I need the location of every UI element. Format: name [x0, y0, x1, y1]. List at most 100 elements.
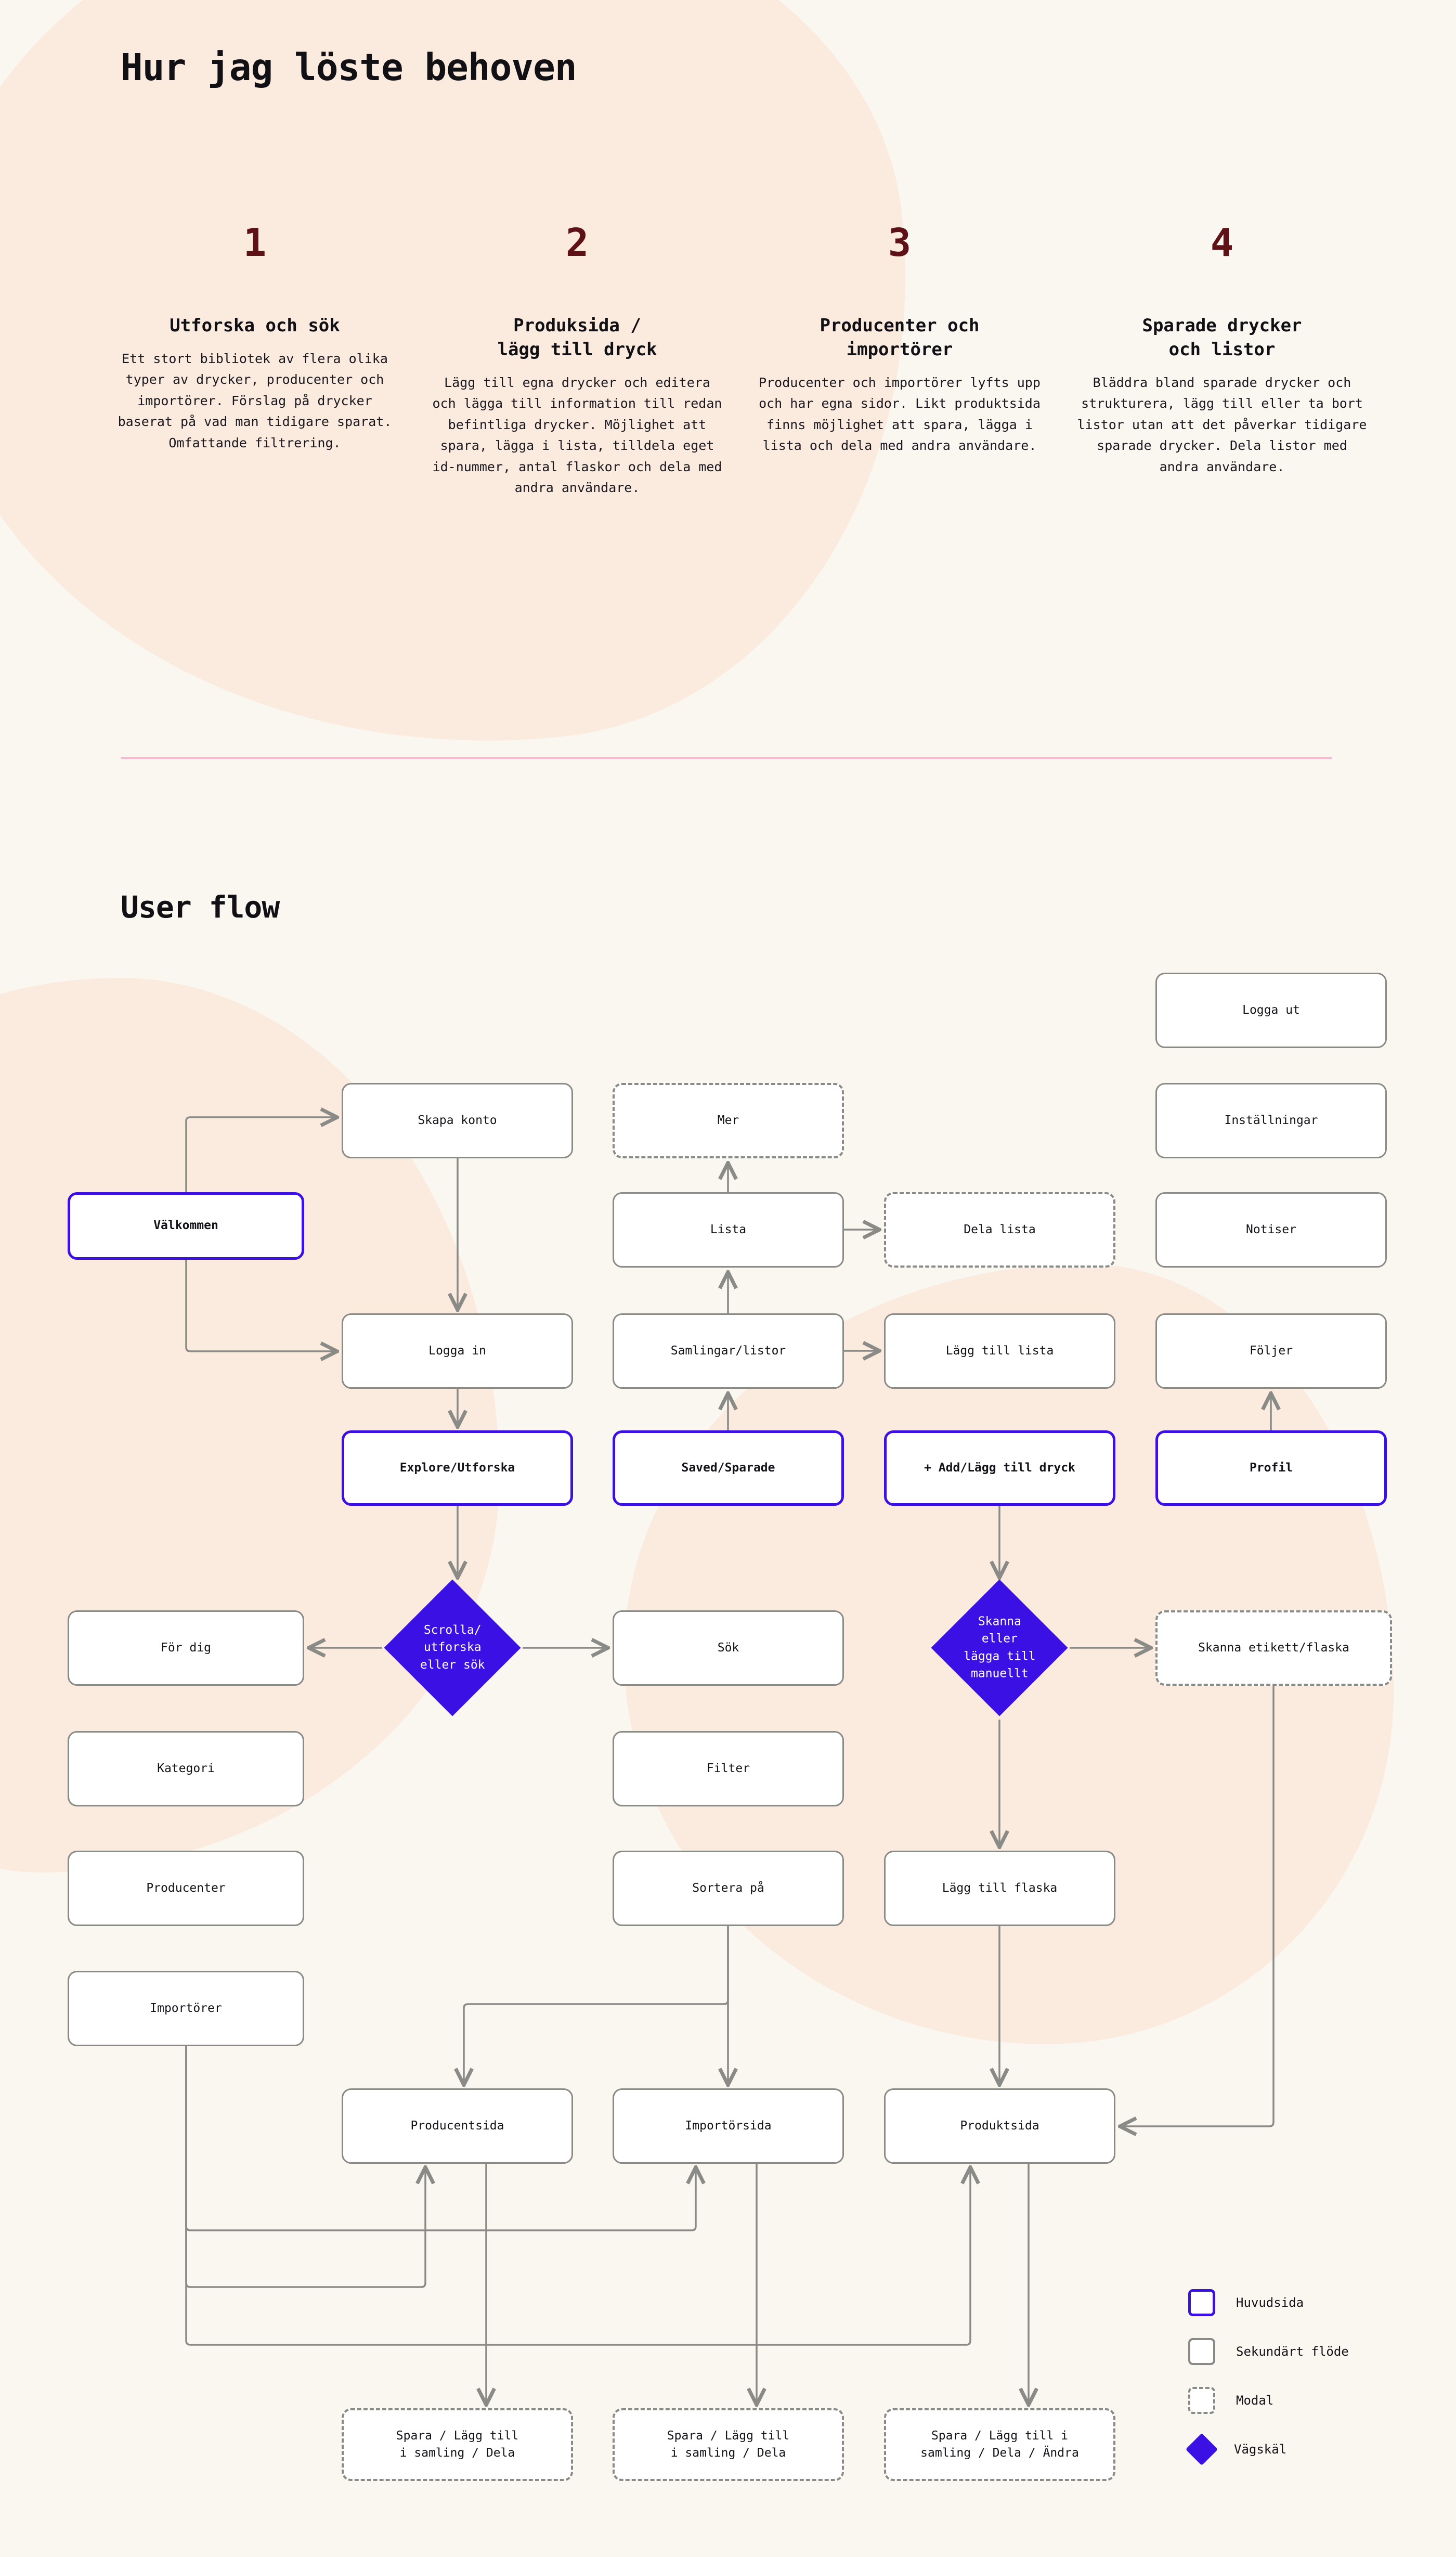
flow-node-label: Lägg till flaska — [942, 1881, 1058, 1895]
flow-node-label: Sortera på — [692, 1881, 764, 1895]
flow-node-label: Följer — [1249, 1344, 1293, 1358]
legend-label: Vägskäl — [1234, 2442, 1287, 2457]
flow-decision-label: Skanna eller lägga till manuellt — [963, 1615, 1036, 1681]
feature-column: 1 Utforska och sök Ett stort bibliotek a… — [94, 224, 416, 499]
legend-item-vagskal: Vägskäl — [1185, 2433, 1349, 2466]
legend-item-modal: Modal — [1188, 2386, 1349, 2414]
legend-swatch-diamond-icon — [1185, 2433, 1218, 2466]
column-body: Bläddra bland sparade drycker och strukt… — [1077, 374, 1367, 474]
flow-node-label: Saved/Sparade — [681, 1461, 775, 1475]
flow-node-for-dig[interactable]: För dig — [68, 1610, 304, 1686]
page-title: Hur jag löste behoven — [121, 46, 577, 89]
flow-node-label: Skapa konto — [418, 1113, 497, 1127]
column-body: Producenter och importörer lyfts upp och… — [759, 374, 1041, 454]
flow-node-label: Välkommen — [153, 1219, 218, 1233]
flow-node-label: Profil — [1249, 1461, 1293, 1475]
flow-node-label: + Add/Lägg till dryck — [924, 1461, 1075, 1475]
flow-node-sortera[interactable]: Sortera på — [613, 1851, 844, 1926]
flow-node-importorsida[interactable]: Importörsida — [613, 2088, 844, 2164]
flow-decision-label: Scrolla/ utforska eller sök — [420, 1623, 485, 1672]
flow-node-label: Produktsida — [960, 2119, 1039, 2133]
legend-swatch-primary-icon — [1188, 2289, 1215, 2316]
column-title: Utforska och sök — [170, 315, 340, 336]
flow-node-profil[interactable]: Profil — [1155, 1430, 1387, 1506]
flow-node-label: Producentsida — [410, 2119, 504, 2133]
flow-node-label: Explore/Utforska — [399, 1461, 515, 1475]
flow-node-lagg-till-lista[interactable]: Lägg till lista — [884, 1313, 1115, 1389]
legend-item-sekundart-flode: Sekundärt flöde — [1188, 2338, 1349, 2366]
flow-node-sok[interactable]: Sök — [613, 1610, 844, 1686]
flow-node-add-dryck[interactable]: + Add/Lägg till dryck — [884, 1430, 1115, 1506]
flow-node-skapa-konto[interactable]: Skapa konto — [342, 1083, 573, 1158]
flow-node-label: Spara / Lägg till i samling / Dela — [667, 2429, 790, 2460]
flow-node-label: Mer — [717, 1113, 739, 1127]
flow-node-foljer[interactable]: Följer — [1155, 1313, 1387, 1389]
flow-node-spara-3[interactable]: Spara / Lägg till i samling / Dela / Änd… — [884, 2408, 1115, 2481]
flow-node-label: Samlingar/listor — [670, 1344, 786, 1358]
flow-node-lista[interactable]: Lista — [613, 1192, 844, 1268]
flow-decision-scrolla[interactable]: Scrolla/ utforska eller sök — [384, 1579, 521, 1716]
feature-column: 3 Producenter och importörer Producenter… — [738, 224, 1061, 499]
flow-node-label: Spara / Lägg till i samling / Dela / Änd… — [920, 2429, 1079, 2460]
section-divider — [121, 757, 1332, 759]
flow-node-label: Spara / Lägg till i samling / Dela — [396, 2429, 519, 2460]
userflow-title: User flow — [121, 889, 280, 925]
flow-node-valkommen[interactable]: Välkommen — [68, 1192, 304, 1260]
flow-node-label: Producenter — [146, 1881, 226, 1895]
flow-node-notiser[interactable]: Notiser — [1155, 1192, 1387, 1268]
flow-legend: Huvudsida Sekundärt flöde Modal Vägskäl — [1185, 2289, 1349, 2484]
flow-node-label: Lägg till lista — [945, 1344, 1054, 1358]
flow-node-label: Importörsida — [685, 2119, 772, 2133]
flow-node-samlingar[interactable]: Samlingar/listor — [613, 1313, 844, 1389]
column-title: Producenter och importörer — [820, 315, 980, 360]
column-body: Ett stort bibliotek av flera olika typer… — [118, 351, 392, 450]
flow-node-label: Dela lista — [964, 1222, 1036, 1236]
flow-node-logga-in[interactable]: Logga in — [342, 1313, 573, 1389]
flow-node-saved[interactable]: Saved/Sparade — [613, 1430, 844, 1506]
column-body: Lägg till egna drycker och editera och l… — [432, 374, 722, 496]
column-number: 3 — [888, 221, 912, 265]
flow-node-filter[interactable]: Filter — [613, 1731, 844, 1806]
legend-swatch-modal-icon — [1188, 2387, 1215, 2414]
column-title: Produksida / lägg till dryck — [497, 315, 657, 360]
flow-node-importorer[interactable]: Importörer — [68, 1971, 304, 2046]
legend-label: Modal — [1236, 2393, 1274, 2408]
column-title: Sparade drycker och listor — [1142, 315, 1302, 360]
flow-node-producentsida[interactable]: Producentsida — [342, 2088, 573, 2164]
flow-node-label: Importörer — [150, 2001, 222, 2015]
flow-node-installningar[interactable]: Inställningar — [1155, 1083, 1387, 1158]
flow-node-dela-lista[interactable]: Dela lista — [884, 1192, 1115, 1268]
feature-column: 4 Sparade drycker och listor Bläddra bla… — [1061, 224, 1383, 499]
column-number: 4 — [1210, 221, 1234, 265]
flow-node-spara-1[interactable]: Spara / Lägg till i samling / Dela — [342, 2408, 573, 2481]
flow-node-kategori[interactable]: Kategori — [68, 1731, 304, 1806]
legend-swatch-secondary-icon — [1188, 2338, 1215, 2365]
feature-columns: 1 Utforska och sök Ett stort bibliotek a… — [94, 224, 1383, 499]
legend-label: Huvudsida — [1236, 2295, 1304, 2310]
flow-node-label: Logga ut — [1242, 1003, 1300, 1017]
flow-node-label: Skanna etikett/flaska — [1198, 1641, 1349, 1655]
flow-node-lagg-flaska[interactable]: Lägg till flaska — [884, 1851, 1115, 1926]
flow-node-skanna-etikett[interactable]: Skanna etikett/flaska — [1155, 1610, 1392, 1686]
flow-node-label: Logga in — [428, 1344, 486, 1358]
flow-node-label: Sök — [717, 1641, 739, 1655]
flow-node-label: Lista — [710, 1222, 747, 1236]
legend-label: Sekundärt flöde — [1236, 2344, 1349, 2359]
flow-node-produktsida[interactable]: Produktsida — [884, 2088, 1115, 2164]
flow-node-producenter[interactable]: Producenter — [68, 1851, 304, 1926]
column-number: 1 — [243, 221, 267, 265]
flow-node-label: Inställningar — [1224, 1113, 1318, 1127]
flow-node-label: Filter — [706, 1761, 750, 1775]
flow-node-logga-ut[interactable]: Logga ut — [1155, 973, 1387, 1048]
flow-node-label: Kategori — [157, 1761, 215, 1775]
flow-node-mer[interactable]: Mer — [613, 1083, 844, 1158]
legend-item-huvudsida: Huvudsida — [1188, 2289, 1349, 2317]
feature-column: 2 Produksida / lägg till dryck Lägg till… — [416, 224, 738, 499]
flow-decision-skanna[interactable]: Skanna eller lägga till manuellt — [931, 1579, 1068, 1716]
flow-node-label: För dig — [161, 1641, 211, 1655]
flow-node-spara-2[interactable]: Spara / Lägg till i samling / Dela — [613, 2408, 844, 2481]
flow-node-explore[interactable]: Explore/Utforska — [342, 1430, 573, 1506]
